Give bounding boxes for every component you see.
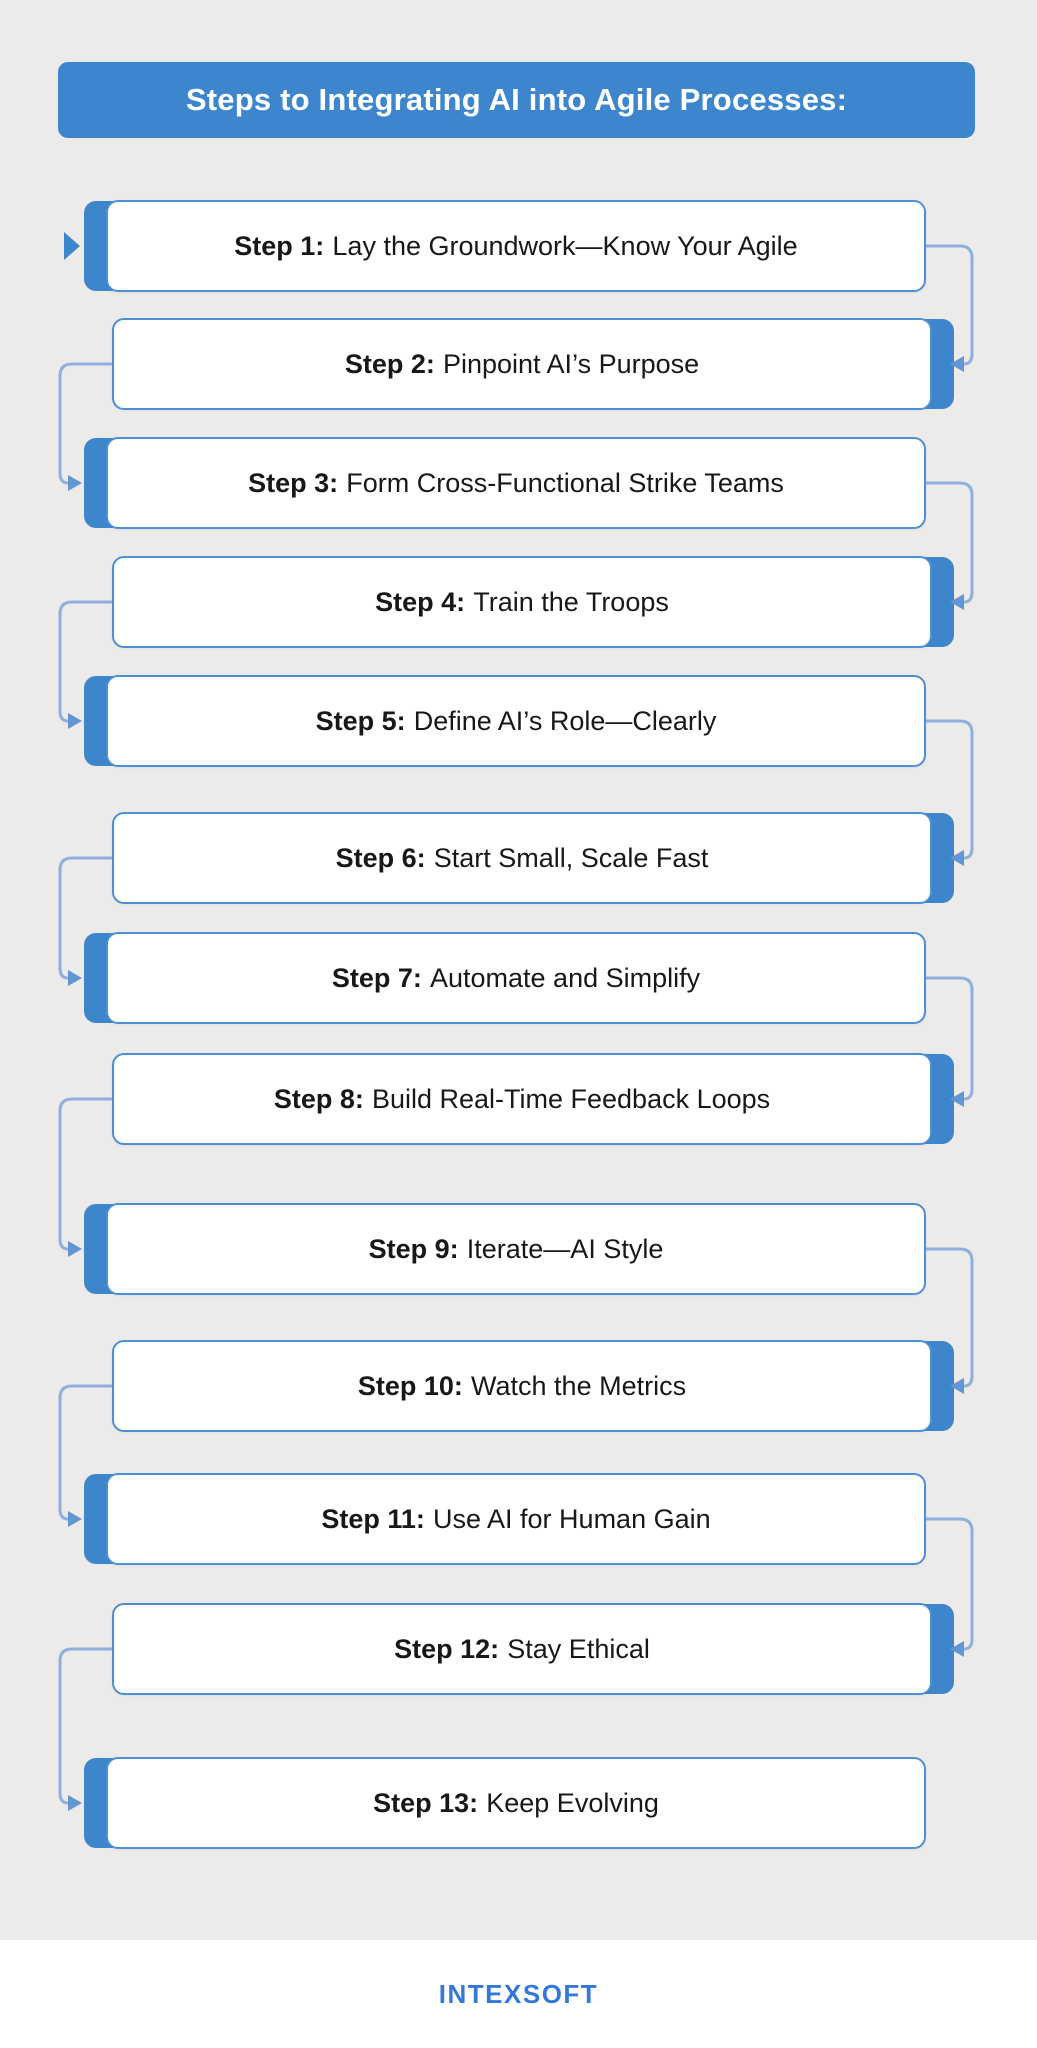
step-5: Step 5:Define AI’s Role—Clearly — [84, 675, 926, 767]
step-11: Step 11:Use AI for Human Gain — [84, 1473, 926, 1565]
step-11-box: Step 11:Use AI for Human Gain — [106, 1473, 926, 1565]
step-12-label: Step 12:Stay Ethical — [394, 1633, 650, 1664]
step-1-box: Step 1:Lay the Groundwork—Know Your Agil… — [106, 200, 926, 292]
page-title: Steps to Integrating AI into Agile Proce… — [185, 82, 848, 117]
step-6-label: Step 6:Start Small, Scale Fast — [335, 842, 709, 873]
step-4-box: Step 4:Train the Troops — [112, 556, 932, 648]
step-12-box: Step 12:Stay Ethical — [112, 1603, 932, 1695]
arrowhead-right-icon — [68, 970, 82, 986]
intexsoft-logo: INTEXSOFT — [438, 1978, 599, 2009]
step-4: Step 4:Train the Troops — [112, 556, 954, 648]
footer-band: INTEXSOFT — [0, 1940, 1037, 2048]
step-12: Step 12:Stay Ethical — [112, 1603, 954, 1695]
step-11-label: Step 11:Use AI for Human Gain — [321, 1503, 711, 1534]
step-2: Step 2:Pinpoint AI’s Purpose — [112, 318, 954, 410]
step-9-label: Step 9:Iterate—AI Style — [368, 1233, 664, 1264]
step-5-label: Step 5:Define AI’s Role—Clearly — [315, 705, 717, 736]
header-banner: Steps to Integrating AI into Agile Proce… — [58, 62, 975, 138]
step-10: Step 10:Watch the Metrics — [112, 1340, 954, 1432]
step-3-label: Step 3:Form Cross-Functional Strike Team… — [248, 467, 784, 498]
step-8-box: Step 8:Build Real-Time Feedback Loops — [112, 1053, 932, 1145]
step-6-box: Step 6:Start Small, Scale Fast — [112, 812, 932, 904]
step-13: Step 13:Keep Evolving — [84, 1757, 926, 1849]
step-8-label: Step 8:Build Real-Time Feedback Loops — [273, 1083, 771, 1114]
step-6: Step 6:Start Small, Scale Fast — [112, 812, 954, 904]
step-2-box: Step 2:Pinpoint AI’s Purpose — [112, 318, 932, 410]
step-7: Step 7:Automate and Simplify — [84, 932, 926, 1024]
step-7-box: Step 7:Automate and Simplify — [106, 932, 926, 1024]
step-7-label: Step 7:Automate and Simplify — [331, 962, 701, 993]
arrowhead-right-icon — [68, 713, 82, 729]
step-9: Step 9:Iterate—AI Style — [84, 1203, 926, 1295]
step-9-box: Step 9:Iterate—AI Style — [106, 1203, 926, 1295]
step-13-box: Step 13:Keep Evolving — [106, 1757, 926, 1849]
arrowhead-right-icon — [68, 1511, 82, 1527]
step-10-label: Step 10:Watch the Metrics — [357, 1370, 687, 1401]
step-5-box: Step 5:Define AI’s Role—Clearly — [106, 675, 926, 767]
step-4-label: Step 4:Train the Troops — [375, 586, 669, 617]
step-3-box: Step 3:Form Cross-Functional Strike Team… — [106, 437, 926, 529]
arrowhead-right-icon — [68, 1795, 82, 1811]
step-1: Step 1:Lay the Groundwork—Know Your Agil… — [84, 200, 926, 292]
arrowhead-right-icon — [68, 1241, 82, 1257]
step-8: Step 8:Build Real-Time Feedback Loops — [112, 1053, 954, 1145]
start-arrow-icon — [64, 232, 80, 260]
arrowhead-right-icon — [68, 475, 82, 491]
step-13-label: Step 13:Keep Evolving — [373, 1787, 659, 1818]
step-2-label: Step 2:Pinpoint AI’s Purpose — [344, 348, 700, 379]
step-10-box: Step 10:Watch the Metrics — [112, 1340, 932, 1432]
step-3: Step 3:Form Cross-Functional Strike Team… — [84, 437, 926, 529]
step-1-label: Step 1:Lay the Groundwork—Know Your Agil… — [234, 230, 798, 261]
